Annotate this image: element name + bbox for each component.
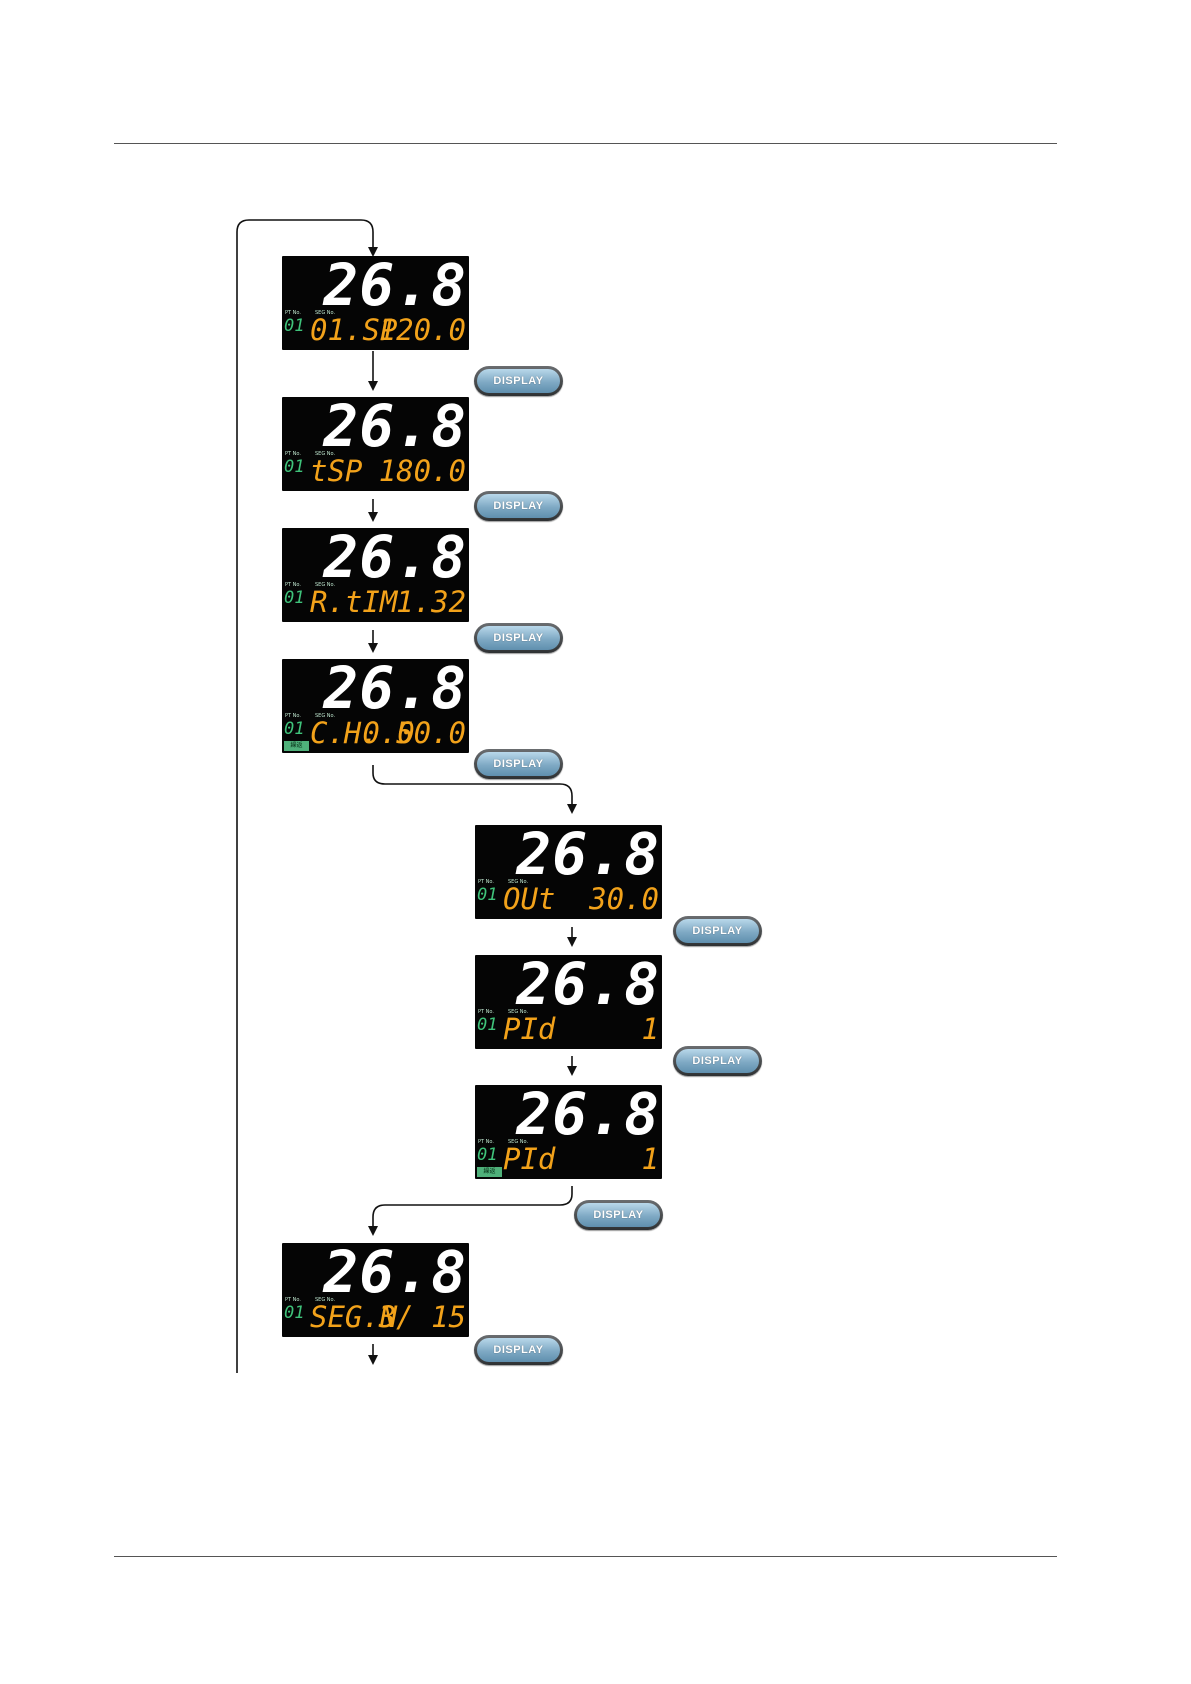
pt-no-tag: PT No. bbox=[285, 582, 301, 588]
lcd-screen-1: 26.8 PT No. SEG No. 01 01.SP 120.0 bbox=[282, 256, 469, 350]
lcd-screen-2: 26.8 PT No. SEG No. 01 tSP 180.0 bbox=[282, 397, 469, 491]
arrow-4-5 bbox=[372, 765, 577, 814]
display-key[interactable]: DISPLAY bbox=[474, 623, 563, 653]
seg-no-tag: SEG No. bbox=[315, 451, 336, 457]
pv-value: 26.8 bbox=[323, 1243, 467, 1306]
parameter-value: 1 bbox=[641, 1142, 659, 1176]
repeat-indicator: 繰返 bbox=[477, 1167, 502, 1177]
pt-no-tag: PT No. bbox=[478, 879, 494, 885]
seg-no-tag: SEG No. bbox=[315, 582, 336, 588]
pt-no-tag: PT No. bbox=[478, 1009, 494, 1015]
display-key-label: DISPLAY bbox=[477, 1338, 560, 1362]
footer-rule bbox=[114, 1556, 1057, 1557]
pattern-number: 01 bbox=[477, 1145, 498, 1165]
parameter-value: 180.0 bbox=[378, 454, 466, 488]
display-key-label: DISPLAY bbox=[477, 752, 560, 776]
pv-value: 26.8 bbox=[516, 825, 660, 888]
parameter-value: 1 bbox=[641, 1012, 659, 1046]
lcd-screen-8: 26.8 PT No. SEG No. 01 SEG.N 3/ 15 bbox=[282, 1243, 469, 1337]
display-key-label: DISPLAY bbox=[477, 494, 560, 518]
display-key[interactable]: DISPLAY bbox=[474, 1335, 563, 1365]
display-key[interactable]: DISPLAY bbox=[474, 749, 563, 779]
lcd-screen-5: 26.8 PT No. SEG No. 01 OUt 30.0 bbox=[475, 825, 662, 919]
parameter-label: SEG.N bbox=[310, 1300, 398, 1334]
lcd-screen-3: 26.8 PT No. SEG No. 01 R.tIM 1.32 bbox=[282, 528, 469, 622]
pt-no-tag: PT No. bbox=[285, 310, 301, 316]
display-key-label: DISPLAY bbox=[577, 1203, 660, 1227]
display-key-label: DISPLAY bbox=[676, 919, 759, 943]
pv-value: 26.8 bbox=[323, 528, 467, 591]
lcd-screen-4: 26.8 PT No. SEG No. 01 繰返 C. 0.0 H. 50.0 bbox=[282, 659, 469, 753]
pt-no-tag: PT No. bbox=[285, 451, 301, 457]
seg-no-tag: SEG No. bbox=[508, 1009, 529, 1015]
parameter-label: OUt bbox=[503, 882, 556, 916]
display-key-label: DISPLAY bbox=[477, 626, 560, 650]
parameter-label: C. 0.0 bbox=[310, 716, 415, 750]
display-key[interactable]: DISPLAY bbox=[474, 366, 563, 396]
display-key[interactable]: DISPLAY bbox=[574, 1200, 663, 1230]
pv-value: 26.8 bbox=[516, 1085, 660, 1148]
display-key-label: DISPLAY bbox=[477, 369, 560, 393]
parameter-value: 30.0 bbox=[589, 882, 659, 916]
loop-return-line bbox=[236, 219, 378, 1373]
header-rule bbox=[114, 143, 1057, 144]
lcd-screen-6: 26.8 PT No. SEG No. 01 PId 1 bbox=[475, 955, 662, 1049]
repeat-indicator: 繰返 bbox=[284, 741, 309, 751]
pattern-number: 01 bbox=[284, 316, 305, 336]
parameter-value: 120.0 bbox=[378, 313, 466, 347]
pt-no-tag: PT No. bbox=[285, 1297, 301, 1303]
pattern-number: 01 bbox=[284, 457, 305, 477]
pv-value: 26.8 bbox=[516, 955, 660, 1018]
parameter-label: 01.SP bbox=[310, 313, 398, 347]
parameter-label: tSP bbox=[310, 454, 363, 488]
display-key[interactable]: DISPLAY bbox=[474, 491, 563, 521]
pattern-number: 01 bbox=[284, 1303, 305, 1323]
pv-value: 26.8 bbox=[323, 256, 467, 319]
pv-value: 26.8 bbox=[323, 397, 467, 460]
pattern-number: 01 bbox=[477, 885, 498, 905]
seg-no-tag: SEG No. bbox=[508, 879, 529, 885]
pattern-number: 01 bbox=[477, 1015, 498, 1035]
pattern-number: 01 bbox=[284, 719, 305, 739]
arrow-7-8 bbox=[368, 1186, 573, 1236]
parameter-label: PId bbox=[503, 1142, 556, 1176]
parameter-label: PId bbox=[503, 1012, 556, 1046]
pt-no-tag: PT No. bbox=[478, 1139, 494, 1145]
pt-no-tag: PT No. bbox=[285, 713, 301, 719]
seg-no-tag: SEG No. bbox=[508, 1139, 529, 1145]
lcd-screen-7: 26.8 PT No. SEG No. 01 繰返 PId 1 bbox=[475, 1085, 662, 1179]
display-key[interactable]: DISPLAY bbox=[673, 1046, 762, 1076]
seg-no-tag: SEG No. bbox=[315, 713, 336, 719]
display-key[interactable]: DISPLAY bbox=[673, 916, 762, 946]
seg-no-tag: SEG No. bbox=[315, 1297, 336, 1303]
pv-value: 26.8 bbox=[323, 659, 467, 722]
display-key-label: DISPLAY bbox=[676, 1049, 759, 1073]
parameter-value: H. 50.0 bbox=[343, 716, 466, 750]
seg-no-tag: SEG No. bbox=[315, 310, 336, 316]
parameter-label: R.tIM bbox=[310, 585, 398, 619]
parameter-value: 1.32 bbox=[396, 585, 466, 619]
pattern-number: 01 bbox=[284, 588, 305, 608]
parameter-value: 3/ 15 bbox=[378, 1300, 466, 1334]
